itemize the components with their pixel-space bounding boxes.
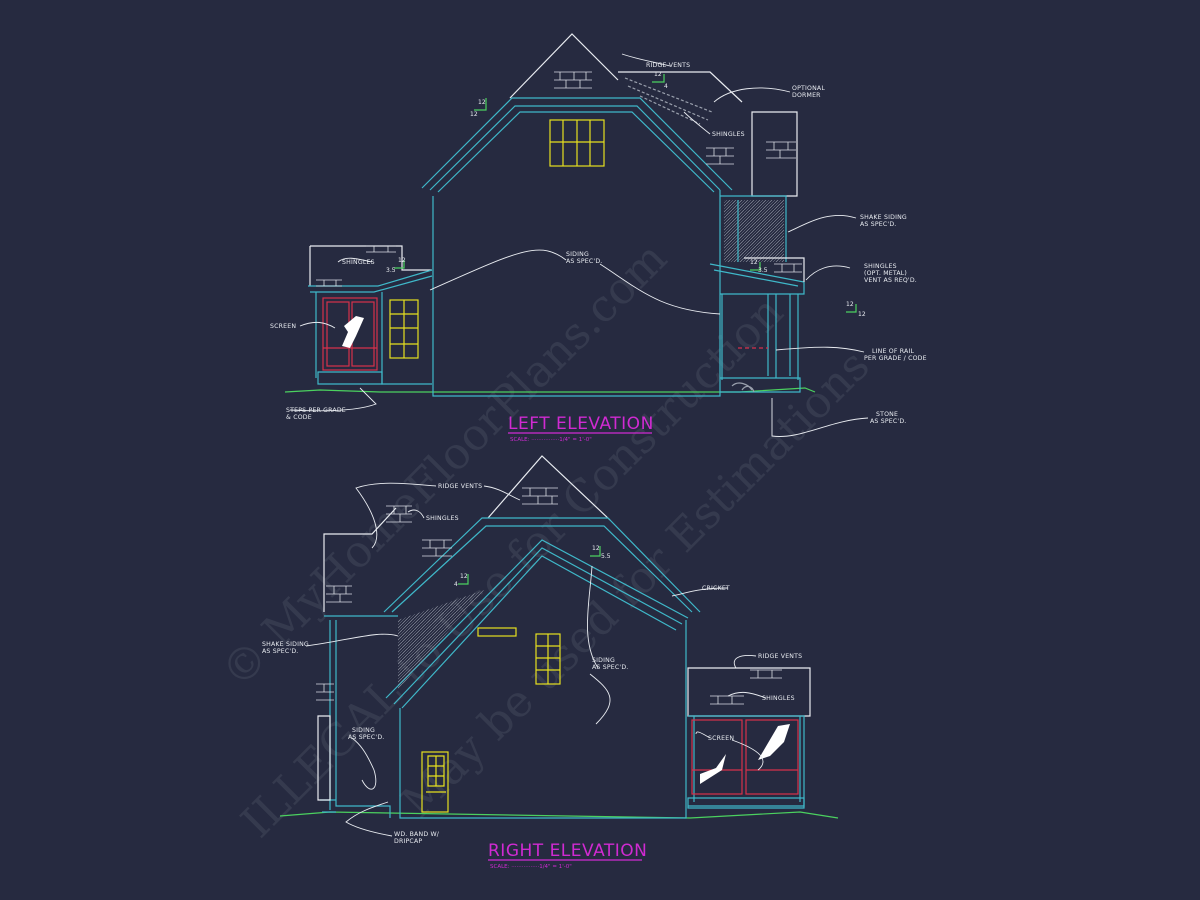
left-shake-frame [720, 195, 787, 262]
left-screen-porch [317, 297, 383, 385]
note-right-siding-center-1: SIDING [592, 657, 615, 664]
note-right-cricket: CRICKET [702, 585, 730, 592]
right-left-column [317, 715, 331, 801]
note-line-of-rail-2: PER GRADE / CODE [864, 355, 927, 362]
left-leaders [289, 53, 869, 437]
note-shake-siding-2: AS SPEC'D. [860, 221, 896, 228]
note-right-siding-left-2: AS SPEC'D. [348, 734, 384, 741]
pitch-dormer-rise: 4 [664, 83, 668, 90]
right-pitch-main: 12 5.5 [590, 545, 611, 560]
note-right-ridge-vents-porch: RIDGE VENTS [758, 653, 802, 660]
pitch-porch-run: 12 [750, 259, 758, 266]
note-right-ridge-vents: RIDGE VENTS [438, 483, 482, 490]
left-elevation-scale: SCALE: ················1/4" = 1'-0" [510, 437, 592, 443]
right-screen-porch [687, 719, 805, 809]
note-right-band-2: DRIPCAP [394, 838, 422, 845]
note-right-screen: SCREEN [708, 735, 734, 742]
note-shake-siding-1: SHAKE SIDING [860, 214, 907, 221]
note-right-shake-1: SHAKE SIDING [262, 641, 309, 648]
right-elevation-scale: SCALE: ················1/4" = 1'-0" [490, 864, 572, 870]
left-shake-siding-panel [724, 200, 784, 262]
pitch-main-rise: 12 [470, 111, 478, 118]
left-main-roof [421, 97, 733, 193]
pitch-right-gable-run: 12 [460, 573, 468, 580]
note-right-shingles-porch: SHINGLES [762, 695, 795, 702]
note-siding-1: SIDING [566, 251, 589, 258]
pitch-main-run: 12 [478, 99, 486, 106]
right-grade-line [279, 811, 839, 819]
watermark: © MyHomeFloorPlans.com ILLEGAL to Use fo… [212, 233, 880, 848]
note-line-of-rail-1: LINE OF RAIL [872, 348, 914, 355]
left-window-gable [549, 119, 605, 167]
note-right-siding-center-2: AS SPEC'D. [592, 664, 628, 671]
left-porch-roof [709, 263, 805, 295]
note-stone-2: AS SPEC'D. [870, 418, 906, 425]
note-steps-2: & CODE [286, 414, 312, 421]
left-grade-line [284, 387, 816, 393]
left-pitch-dormer: 12 4 [652, 71, 668, 90]
left-elevation: 12 12 12 4 12 3.5 12 3.5 12 12 RIDGE VEN… [270, 33, 927, 443]
pitch-right-gable-rise: 4 [454, 581, 458, 588]
left-main-wall [432, 190, 721, 397]
left-pitch-side: 12 3.5 [386, 257, 406, 274]
pitch-right-main-run: 12 [592, 545, 600, 552]
note-right-shake-2: AS SPEC'D. [262, 648, 298, 655]
note-shingles-upper: SHINGLES [712, 131, 745, 138]
left-brick-symbols [316, 71, 802, 287]
note-right-siding-left-1: SIDING [352, 727, 375, 734]
right-elevation: 12 5.5 12 4 RIDGE VENTS SHINGLES CRICKET… [262, 455, 839, 870]
right-porch-roof-box [687, 667, 811, 717]
right-shake-siding-panel [398, 590, 484, 690]
left-upper-gable [509, 33, 743, 103]
note-ridge-vents: RIDGE VENTS [646, 62, 690, 69]
left-ridge-vent [624, 77, 713, 125]
left-window-small [389, 299, 419, 359]
left-elevation-title: LEFT ELEVATION [508, 414, 654, 434]
right-upper-gable [323, 455, 611, 612]
right-porch-frame [688, 715, 805, 807]
right-elevation-title: RIGHT ELEVATION [488, 841, 647, 861]
left-porch-columns [720, 294, 801, 393]
note-shingles-opt-3: VENT AS REQ'D. [864, 277, 917, 284]
note-shingles-opt-2: (OPT. METAL) [864, 270, 907, 277]
note-stone-1: STONE [876, 411, 898, 418]
note-right-shingles: SHINGLES [426, 515, 459, 522]
left-side-roof [308, 269, 433, 385]
note-screen: SCREEN [270, 323, 296, 330]
note-right-band-1: WD. BAND W/ [394, 831, 440, 838]
right-door [421, 751, 449, 813]
right-left-porch [320, 615, 398, 818]
right-window-gable [535, 633, 561, 685]
note-siding-2: AS SPEC'D. [566, 258, 602, 265]
right-pitch-gable: 12 4 [454, 573, 469, 588]
note-optional-dormer-1: OPTIONAL [792, 85, 825, 92]
left-pitch-main: 12 12 [470, 98, 487, 118]
note-optional-dormer-2: DORMER [792, 92, 821, 99]
pitch-side-run: 12 [846, 301, 854, 308]
pitch-porch-rise: 3.5 [758, 267, 768, 274]
pitch-left-run: 12 [398, 257, 406, 264]
right-main-roof [383, 517, 701, 613]
left-side-roof-box [309, 245, 432, 286]
pitch-dormer-run: 12 [654, 71, 662, 78]
left-stone-base [731, 382, 755, 393]
left-dormer-box [751, 111, 798, 197]
left-pitch-porch: 12 3.5 [750, 259, 768, 274]
right-gable-vent [477, 627, 517, 637]
left-pitch-exterior: 12 12 [846, 301, 866, 318]
right-inner-gable [385, 539, 689, 709]
left-porch-shingle-box [744, 257, 805, 282]
note-shingles-opt-1: SHINGLES [864, 263, 897, 270]
pitch-side-rise: 12 [858, 311, 866, 318]
right-leaders [305, 482, 767, 837]
note-shingles-left: SHINGLES [342, 259, 375, 266]
right-main-wall [399, 620, 687, 819]
note-steps-1: STEPS PER GRADE [286, 407, 346, 414]
pitch-right-main-rise: 5.5 [601, 553, 611, 560]
pitch-left-rise: 3.5 [386, 267, 396, 274]
right-brick-symbols [316, 487, 782, 705]
